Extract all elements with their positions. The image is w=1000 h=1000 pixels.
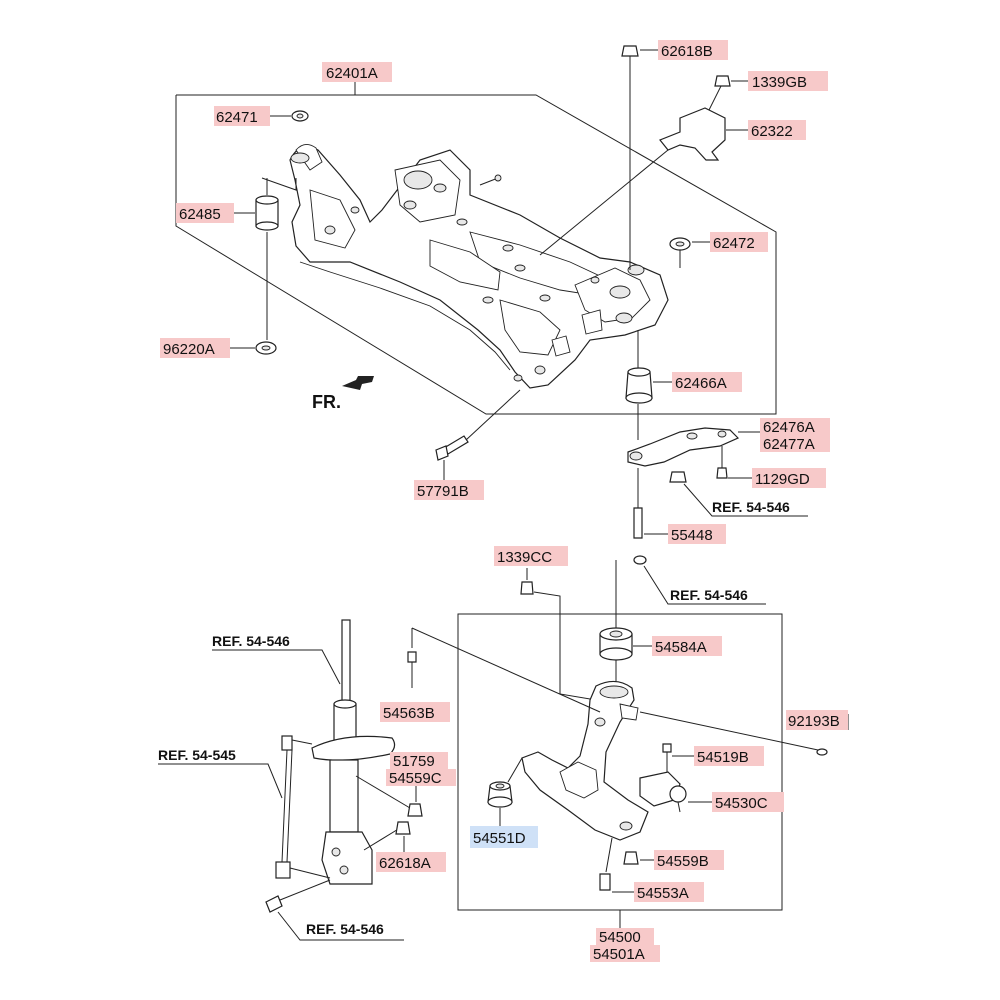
nut-62618a bbox=[395, 821, 411, 852]
label-text-51759: 51759 bbox=[393, 753, 435, 770]
label-1339GB[interactable]: 1339GB bbox=[748, 71, 828, 91]
label-text-1339GB: 1339GB bbox=[752, 74, 807, 91]
label-text-62401A: 62401A bbox=[326, 65, 378, 82]
bolt-1129gd bbox=[716, 446, 752, 479]
subframe-crossmember bbox=[289, 144, 669, 389]
bracket-62322 bbox=[539, 107, 748, 256]
label-text-54551D: 54551D bbox=[473, 830, 526, 847]
ref-leader-link bbox=[158, 763, 283, 799]
label-54553A[interactable]: 54553A bbox=[634, 882, 704, 902]
bolt-57791b bbox=[435, 389, 521, 480]
ref-link-lower-washer[interactable]: REF. 54-546 bbox=[670, 587, 748, 603]
strut-assembly bbox=[311, 619, 411, 885]
label-text-54584A: 54584A bbox=[655, 639, 707, 656]
label-62618A[interactable]: 62618A bbox=[376, 852, 446, 872]
bushing-54584a bbox=[599, 560, 652, 682]
label-text-54559B: 54559B bbox=[657, 853, 709, 870]
label-92193B[interactable]: 92193B bbox=[786, 710, 848, 730]
lower-control-arm bbox=[507, 680, 819, 841]
label-text-54559C: 54559C bbox=[389, 770, 442, 787]
label-54530C[interactable]: 54530C bbox=[712, 792, 784, 812]
bushing-62466a bbox=[625, 330, 672, 440]
label-54501A[interactable]: 54501A bbox=[590, 945, 660, 963]
label-62466A[interactable]: 62466A bbox=[672, 372, 742, 392]
label-62401A[interactable]: 62401A bbox=[322, 62, 392, 82]
ref-link-upper-bracket[interactable]: REF. 54-546 bbox=[712, 499, 790, 515]
label-text-62471: 62471 bbox=[216, 109, 258, 126]
label-text-54530C: 54530C bbox=[715, 795, 768, 812]
ref-link-stabilizer[interactable]: REF. 54-545 bbox=[158, 747, 236, 763]
label-text-54500: 54500 bbox=[599, 929, 641, 946]
label-62477A[interactable]: 62477A bbox=[760, 435, 830, 453]
label-text-1339CC: 1339CC bbox=[497, 549, 552, 566]
stabilizer-link bbox=[275, 735, 331, 879]
label-51759[interactable]: 51759 bbox=[390, 752, 448, 770]
washer-96220a bbox=[230, 341, 277, 355]
front-direction-arrow: FR. bbox=[312, 376, 374, 412]
label-62471[interactable]: 62471 bbox=[214, 106, 270, 126]
bolt-55448 bbox=[633, 468, 668, 539]
label-54563B[interactable]: 54563B bbox=[380, 702, 450, 722]
washer-62472 bbox=[669, 237, 710, 268]
label-54551D[interactable]: 54551D bbox=[470, 826, 538, 848]
bolt-54519b bbox=[662, 743, 694, 772]
label-text-92193B: 92193B bbox=[788, 713, 840, 730]
ball-joint-54530c bbox=[639, 771, 712, 813]
label-62322[interactable]: 62322 bbox=[748, 120, 806, 140]
label-text-62618B: 62618B bbox=[661, 43, 713, 60]
label-text-62476A: 62476A bbox=[763, 419, 815, 436]
label-54500[interactable]: 54500 bbox=[596, 928, 654, 946]
washer-62471 bbox=[270, 110, 309, 122]
label-text-62472: 62472 bbox=[713, 235, 755, 252]
label-62485[interactable]: 62485 bbox=[176, 203, 234, 223]
label-text-62485: 62485 bbox=[179, 206, 221, 223]
bracket-62476a bbox=[627, 427, 760, 467]
label-text-54501A: 54501A bbox=[593, 946, 645, 963]
label-text-55448: 55448 bbox=[671, 527, 713, 544]
label-text-62477A: 62477A bbox=[763, 436, 815, 453]
label-62618B[interactable]: 62618B bbox=[658, 40, 728, 60]
bushing-62485 bbox=[234, 177, 297, 340]
label-1339CC[interactable]: 1339CC bbox=[494, 546, 568, 566]
nut-62618b bbox=[621, 45, 658, 270]
lower-arm-group-outline bbox=[457, 613, 783, 928]
label-text-62466A: 62466A bbox=[675, 375, 727, 392]
washer-ref-lower bbox=[633, 555, 766, 605]
label-55448[interactable]: 55448 bbox=[668, 524, 726, 544]
front-direction-label: FR. bbox=[312, 392, 341, 412]
label-text-1129GD: 1129GD bbox=[755, 471, 810, 488]
label-text-62322: 62322 bbox=[751, 123, 793, 140]
ref-link-strut-top[interactable]: REF. 54-546 bbox=[212, 633, 290, 649]
bolt-54563b bbox=[407, 627, 601, 713]
bolt-ref-strut bbox=[265, 879, 404, 941]
nut-54559c bbox=[407, 786, 423, 817]
label-54559C[interactable]: 54559C bbox=[386, 769, 456, 787]
label-62476A[interactable]: 62476A bbox=[760, 418, 830, 436]
label-text-54553A: 54553A bbox=[637, 885, 689, 902]
label-54519B[interactable]: 54519B bbox=[694, 746, 764, 766]
ref-leader-strut-top bbox=[212, 649, 341, 685]
nut-54559b bbox=[623, 851, 654, 865]
label-text-54563B: 54563B bbox=[383, 705, 435, 722]
label-text-62618A: 62618A bbox=[379, 855, 431, 872]
label-54559B[interactable]: 54559B bbox=[654, 850, 724, 870]
bolt-54553a bbox=[599, 837, 634, 893]
subframe-group-outline bbox=[175, 82, 777, 415]
label-text-96220A: 96220A bbox=[163, 341, 215, 358]
nut-ref-upper bbox=[669, 471, 808, 517]
ref-link-strut-bolt[interactable]: REF. 54-546 bbox=[306, 921, 384, 937]
label-62472[interactable]: 62472 bbox=[710, 232, 768, 252]
bushing-54551d bbox=[487, 781, 513, 826]
label-96220A[interactable]: 96220A bbox=[160, 338, 230, 358]
label-54584A[interactable]: 54584A bbox=[652, 636, 722, 656]
label-1129GD[interactable]: 1129GD bbox=[752, 468, 826, 488]
label-text-57791B: 57791B bbox=[417, 483, 469, 500]
label-57791B[interactable]: 57791B bbox=[414, 480, 484, 500]
label-text-54519B: 54519B bbox=[697, 749, 749, 766]
